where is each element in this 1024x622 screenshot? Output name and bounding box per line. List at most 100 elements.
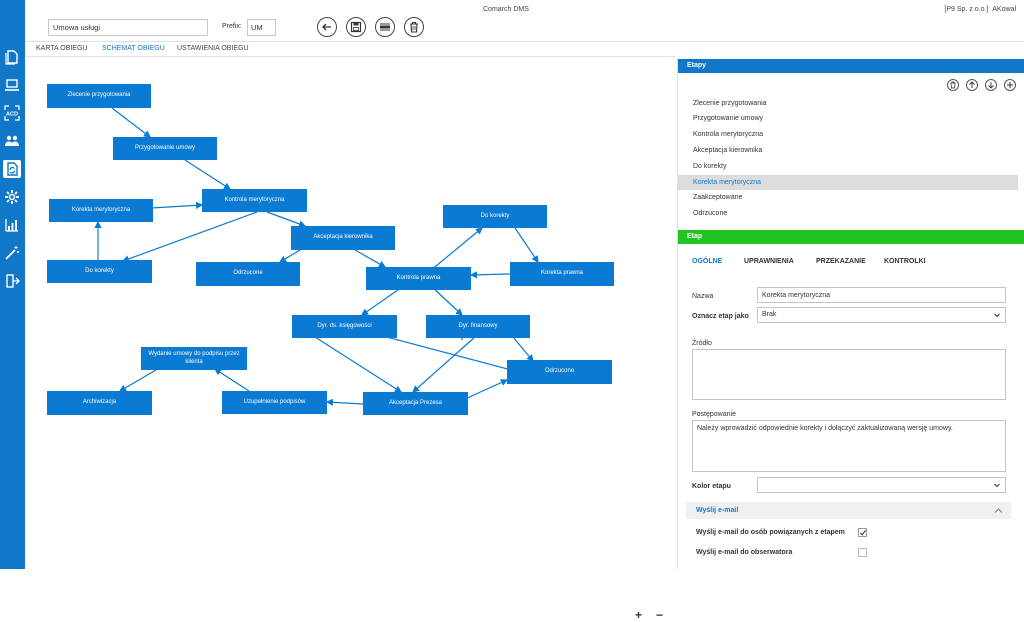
- back-arrow-icon: [322, 23, 331, 31]
- node-korekta-merytoryczna[interactable]: Korekta merytoryczna: [49, 199, 153, 222]
- node-dyr-ds-ksiegowosci[interactable]: Dyr. ds. księgowości: [292, 315, 397, 338]
- email-section-title: Wyślij e-mail: [696, 507, 739, 514]
- email-related-checkbox[interactable]: [858, 528, 867, 537]
- stage-item[interactable]: Zlecenie przygotowania: [693, 100, 767, 107]
- node-zlecenie-przygotowania[interactable]: Zlecenie przygotowania: [47, 84, 151, 108]
- top-bar: Comarch DMS [P9 Sp. z o.o.] AKowal Prefi…: [25, 0, 1024, 42]
- trash-icon: [410, 21, 418, 33]
- stage-name-input[interactable]: [757, 287, 1006, 303]
- chevron-up-icon: [994, 508, 1003, 513]
- user-login: AKowal: [992, 6, 1016, 13]
- workflow-icon[interactable]: [3, 160, 21, 178]
- stage-item[interactable]: Akceptacja kierownika: [693, 147, 763, 154]
- node-do-korekty-1[interactable]: Do korekty: [47, 260, 152, 283]
- node-odrzucone-1[interactable]: Odrzucone: [196, 262, 300, 286]
- email-observer-label: Wyślij e-mail do obserwatora: [696, 549, 793, 556]
- edge: [464, 379, 509, 400]
- left-sidebar: ACD: [0, 0, 25, 569]
- node-akceptacja-kierownika[interactable]: Akceptacja kierownika: [291, 226, 395, 250]
- stages-header: Etapy: [678, 59, 1024, 73]
- email-related-label: Wyślij e-mail do osób powiązanych z etap…: [696, 529, 845, 536]
- tab-schemat-obiegu[interactable]: SCHEMAT OBIEGU: [102, 45, 165, 52]
- ocr-icon[interactable]: ACD: [3, 104, 21, 122]
- delete-stage-button[interactable]: [947, 79, 959, 91]
- back-button[interactable]: [317, 17, 337, 37]
- trash-icon: [950, 81, 956, 89]
- edge: [429, 284, 463, 316]
- tab-ustawienia-obiegu[interactable]: USTAWIENIA OBIEGU: [177, 45, 249, 52]
- node-korekta-prawna[interactable]: Korekta prawna: [510, 262, 614, 286]
- procedure-textarea[interactable]: Należy wprowadzić odpowiednie korekty i …: [692, 420, 1006, 472]
- magic-wand-icon[interactable]: [3, 244, 21, 262]
- stage-item[interactable]: Do korekty: [693, 163, 727, 170]
- edge: [361, 284, 406, 316]
- plus-icon: [1007, 82, 1013, 88]
- save-button[interactable]: [346, 17, 366, 37]
- move-down-button[interactable]: [985, 79, 997, 91]
- stage-item[interactable]: Kontrola merytoryczna: [693, 131, 764, 138]
- scan-button[interactable]: [375, 17, 395, 37]
- edge: [150, 201, 204, 209]
- node-kontrola-prawna[interactable]: Kontrola prawna: [366, 267, 471, 290]
- node-do-korekty-2[interactable]: Do korekty: [443, 205, 547, 228]
- mark-select[interactable]: Brak: [757, 307, 1006, 323]
- color-select[interactable]: [757, 477, 1006, 493]
- documents-icon[interactable]: [3, 48, 21, 66]
- right-panel: Etapy Zlecenie przygotowania Przygotowan…: [677, 58, 1024, 569]
- zoom-in-button[interactable]: +: [635, 608, 643, 622]
- add-stage-button[interactable]: [1004, 79, 1016, 91]
- delete-button[interactable]: [404, 17, 424, 37]
- company-name: [P9 Sp. z o.o.]: [944, 6, 989, 13]
- edge: [184, 159, 232, 190]
- edge: [118, 369, 157, 392]
- tab-kontrolki[interactable]: KONTROLKI: [884, 258, 926, 265]
- app-title: Comarch DMS: [483, 6, 529, 13]
- workflow-canvas[interactable]: Zlecenie przygotowania Przygotowanie umo…: [25, 58, 676, 621]
- tab-karta-obiegu[interactable]: KARTA OBIEGU: [36, 45, 88, 52]
- email-section-header[interactable]: Wyślij e-mail: [686, 502, 1011, 519]
- name-label: Nazwa: [692, 293, 714, 300]
- main-tabs: KARTA OBIEGU SCHEMAT OBIEGU USTAWIENIA O…: [25, 42, 676, 57]
- color-label: Kolor etapu: [692, 483, 731, 490]
- arrow-up-icon: [969, 81, 975, 88]
- tab-uprawnienia[interactable]: UPRAWNIENIA: [744, 258, 794, 265]
- gear-icon[interactable]: [3, 188, 21, 206]
- prefix-input[interactable]: [247, 19, 276, 36]
- stage-item-selected[interactable]: Korekta merytoryczna: [678, 175, 1018, 190]
- edge: [469, 271, 511, 279]
- procedure-label: Postępowanie: [692, 411, 736, 418]
- chart-icon[interactable]: [3, 216, 21, 234]
- node-odrzucone-2[interactable]: Odrzucone: [507, 360, 612, 384]
- workflow-edges: [94, 107, 539, 406]
- source-textarea[interactable]: [692, 349, 1006, 400]
- edge: [278, 249, 301, 263]
- node-kontrola-merytoryczna[interactable]: Kontrola merytoryczna: [202, 189, 307, 212]
- tab-przekazanie[interactable]: PRZEKAZANIE: [816, 258, 866, 265]
- tab-ogolne[interactable]: OGÓLNE: [692, 258, 723, 265]
- email-observer-checkbox[interactable]: [858, 548, 867, 557]
- node-przygotowanie-umowy[interactable]: Przygotowanie umowy: [113, 137, 217, 160]
- edge: [121, 211, 258, 263]
- node-wydanie-umowy[interactable]: Wydanie umowy do podpisu przez klienta: [141, 347, 247, 370]
- node-dyr-finansowy[interactable]: Dyr. finansowy: [426, 315, 530, 338]
- logout-icon[interactable]: [3, 272, 21, 290]
- users-icon[interactable]: [3, 132, 21, 150]
- save-icon: [350, 21, 362, 33]
- edge: [512, 336, 534, 362]
- arrow-down-icon: [988, 82, 994, 89]
- mark-select-value: Brak: [762, 311, 777, 318]
- node-archiwizacja[interactable]: Archiwizacja: [47, 391, 152, 415]
- zoom-out-button[interactable]: −: [656, 608, 664, 622]
- chevron-down-icon: [994, 483, 1000, 488]
- stage-item[interactable]: Przygotowanie umowy: [693, 115, 764, 122]
- prefix-label: Prefix:: [222, 23, 242, 30]
- node-uzupelnienie-podpisow[interactable]: Uzupełnienie podpisów: [222, 391, 327, 414]
- node-akceptacja-prezesa[interactable]: Akceptacja Prezesa: [363, 392, 468, 415]
- source-label: Źródło: [692, 340, 712, 347]
- document-name-input[interactable]: [48, 19, 208, 36]
- stage-item[interactable]: Zaakceptowane: [693, 194, 743, 201]
- stage-item[interactable]: Odrzucone: [693, 210, 728, 217]
- edge: [266, 211, 307, 228]
- laptop-icon[interactable]: [3, 76, 21, 94]
- move-up-button[interactable]: [966, 79, 978, 91]
